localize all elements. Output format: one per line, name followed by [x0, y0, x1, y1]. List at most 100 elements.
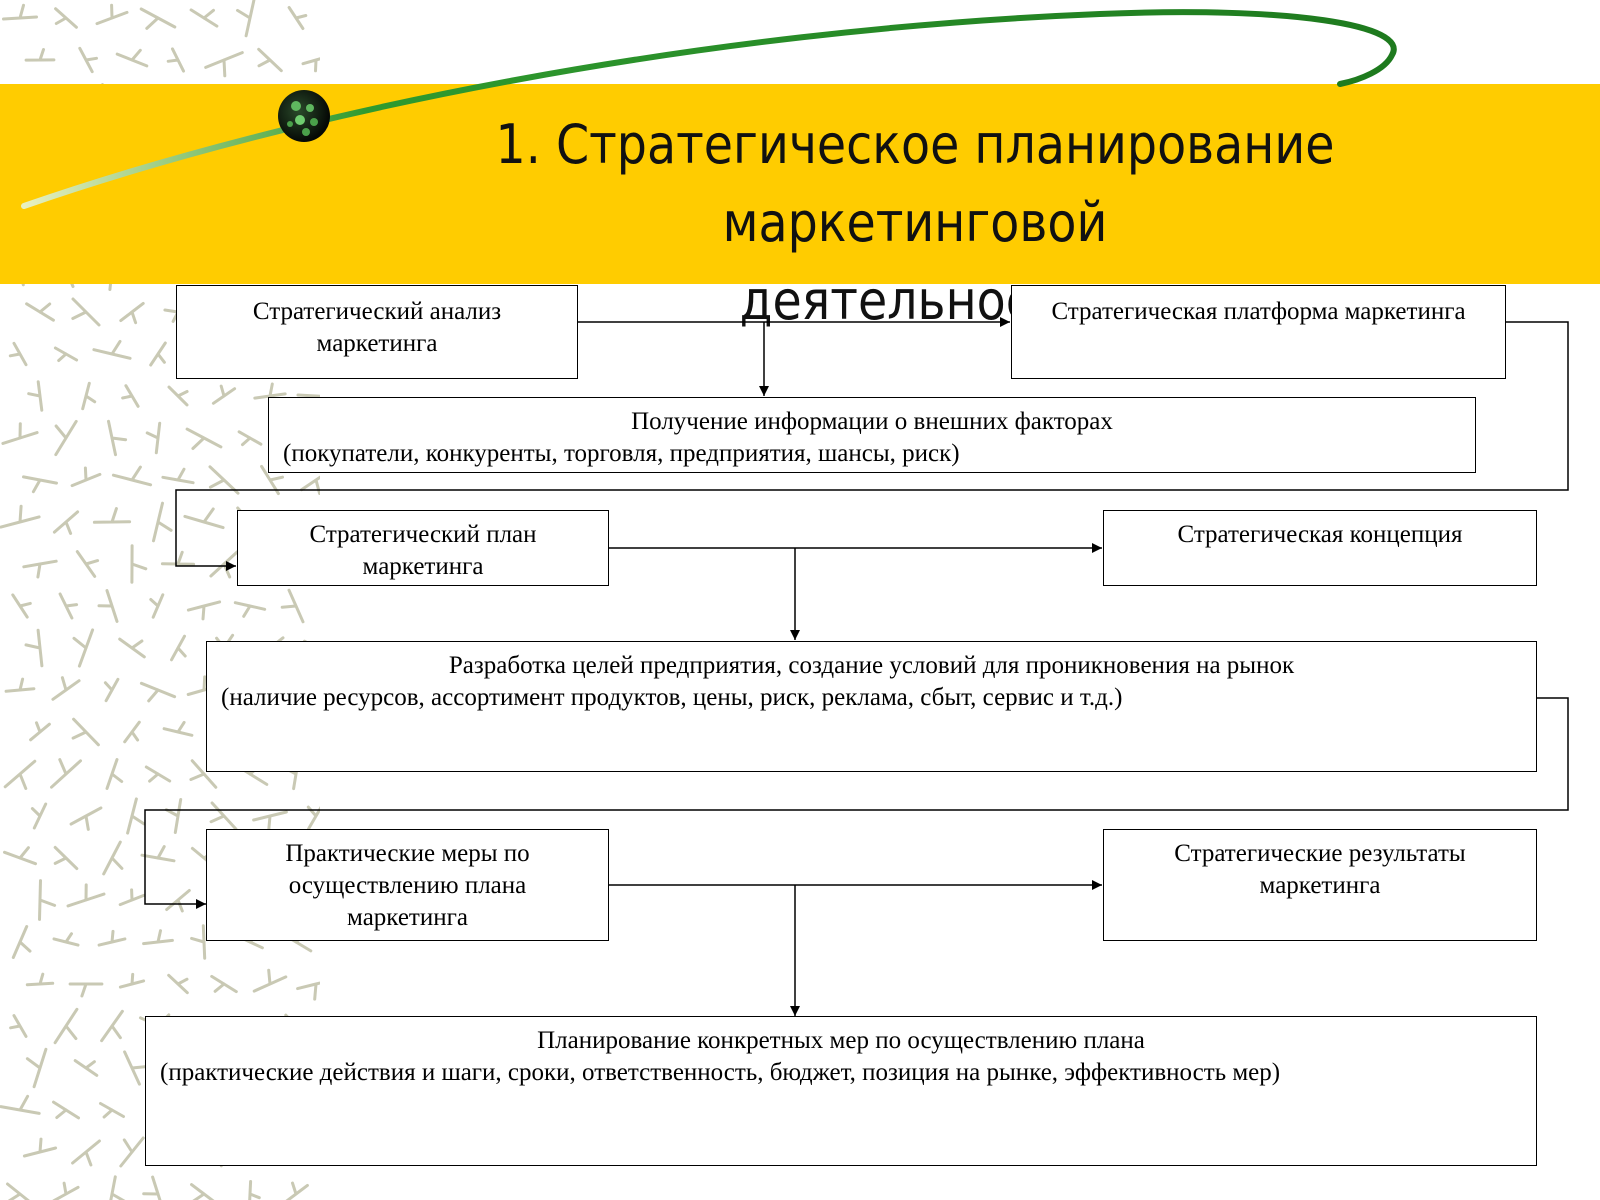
pattern-glyph [166, 47, 185, 73]
pattern-glyph [92, 339, 132, 360]
pattern-glyph [186, 600, 222, 621]
pattern-glyph [252, 968, 288, 993]
pattern-glyph [162, 720, 194, 737]
pattern-glyph [189, 8, 219, 28]
pattern-glyph [118, 637, 146, 659]
enterprise-goals-detail: (наличие ресурсов, ассортимент продуктов… [221, 684, 1123, 711]
title-band [0, 84, 1600, 284]
pattern-glyph [75, 550, 100, 578]
pattern-glyph [30, 802, 48, 830]
pattern-glyph [167, 973, 189, 995]
pattern-glyph [78, 46, 98, 74]
enterprise-goals-title: Разработка целей предприятия, создание у… [448, 652, 1295, 679]
title-line-1: 1. Стратегическое планирование маркетинг… [495, 113, 1335, 254]
pattern-glyph [52, 932, 80, 947]
green-swoosh [21, 9, 1397, 209]
pattern-glyph [145, 421, 162, 455]
pattern-glyph [69, 806, 103, 831]
strategic-plan-label: Стратегический план маркетинга [309, 521, 537, 580]
pattern-glyph [54, 7, 78, 29]
pattern-glyph [25, 1047, 48, 1089]
pattern-glyph [24, 628, 44, 668]
strategic-concept-label: Стратегическая концепция [1177, 521, 1463, 548]
pattern-glyph [52, 1181, 80, 1200]
pattern-glyph [257, 47, 283, 73]
pattern-glyph [22, 475, 58, 494]
pattern-glyph [53, 1007, 79, 1045]
pattern-glyph [165, 889, 191, 913]
pattern-glyph [170, 634, 187, 662]
pattern-glyph [58, 592, 79, 620]
pattern-glyph [123, 1050, 148, 1086]
pattern-glyph [25, 302, 55, 322]
strategic-results-label: Стратегические результаты маркетинга [1174, 840, 1466, 899]
pattern-glyph [51, 676, 81, 701]
pattern-glyph [115, 48, 149, 68]
pattern-glyph [11, 593, 32, 619]
pattern-glyph [126, 797, 146, 835]
pattern-glyph [103, 677, 120, 703]
pattern-glyph [189, 759, 218, 789]
pattern-glyph [92, 507, 132, 524]
external-info-title: Получение информации о внешних факторах [631, 408, 1113, 435]
pattern-glyph [237, 430, 263, 447]
pattern-glyph [4, 677, 36, 693]
pattern-glyph [119, 1136, 145, 1168]
pattern-glyph [139, 7, 177, 30]
pattern-glyph [142, 929, 174, 946]
pattern-glyph [22, 559, 58, 579]
pattern-glyph [68, 982, 104, 998]
pattern-glyph [53, 845, 79, 871]
pattern-glyph [280, 588, 305, 624]
pattern-glyph [22, 1137, 58, 1158]
pattern-glyph [160, 550, 196, 566]
pattern-glyph [27, 380, 44, 412]
box-strategic-plan: Стратегический план маркетинга [237, 510, 609, 586]
pattern-glyph [233, 601, 267, 618]
pattern-glyph [118, 972, 146, 989]
strategic-platform-label: Стратегическая платформа маркетинга [1051, 298, 1466, 325]
box-concrete-planning: Планирование конкретных мер по осуществл… [145, 1016, 1537, 1166]
box-strategic-concept: Стратегическая концепция [1103, 510, 1537, 586]
pattern-glyph [161, 467, 195, 485]
pattern-glyph [71, 1139, 101, 1167]
pattern-glyph [208, 465, 240, 495]
pattern-glyph [99, 1102, 125, 1119]
strategic-analysis-label: Стратегический анализ маркетинга [252, 298, 502, 357]
pattern-glyph [70, 466, 102, 488]
pattern-glyph [102, 840, 124, 876]
box-external-info: Получение информации о внешних факторах … [268, 397, 1476, 473]
pattern-glyph [0, 504, 41, 529]
pattern-glyph [52, 510, 80, 535]
pattern-glyph [105, 758, 124, 790]
pattern-glyph [95, 3, 129, 26]
pattern-glyph [152, 501, 173, 543]
connector-goals-to-measures [144, 697, 1569, 909]
pattern-glyph [144, 765, 172, 783]
pattern-glyph [149, 593, 165, 619]
pattern-glyph [53, 346, 79, 362]
pattern-glyph [9, 1014, 28, 1038]
pattern-glyph [8, 341, 28, 367]
pattern-glyph [121, 384, 140, 408]
pattern-glyph [119, 301, 145, 325]
box-strategic-platform: Стратегическая платформа маркетинга [1011, 285, 1506, 379]
pattern-glyph [71, 297, 101, 327]
box-practical-measures: Практические меры по осуществлению плана… [206, 829, 609, 941]
pattern-glyph [52, 1100, 80, 1120]
pattern-glyph [204, 51, 244, 78]
pattern-glyph [50, 758, 82, 789]
pattern-glyph [72, 628, 95, 668]
pattern-glyph [167, 385, 189, 407]
box-strategic-results: Стратегические результаты маркетинга [1103, 829, 1537, 941]
pattern-glyph [142, 1175, 162, 1200]
pattern-glyph [140, 845, 176, 863]
pattern-glyph [38, 879, 57, 921]
pattern-glyph [24, 48, 56, 62]
pattern-glyph [260, 464, 284, 496]
pattern-glyph [73, 1059, 99, 1077]
pattern-glyph [300, 475, 320, 495]
pattern-glyph [107, 419, 128, 457]
globe-icon [278, 90, 330, 142]
